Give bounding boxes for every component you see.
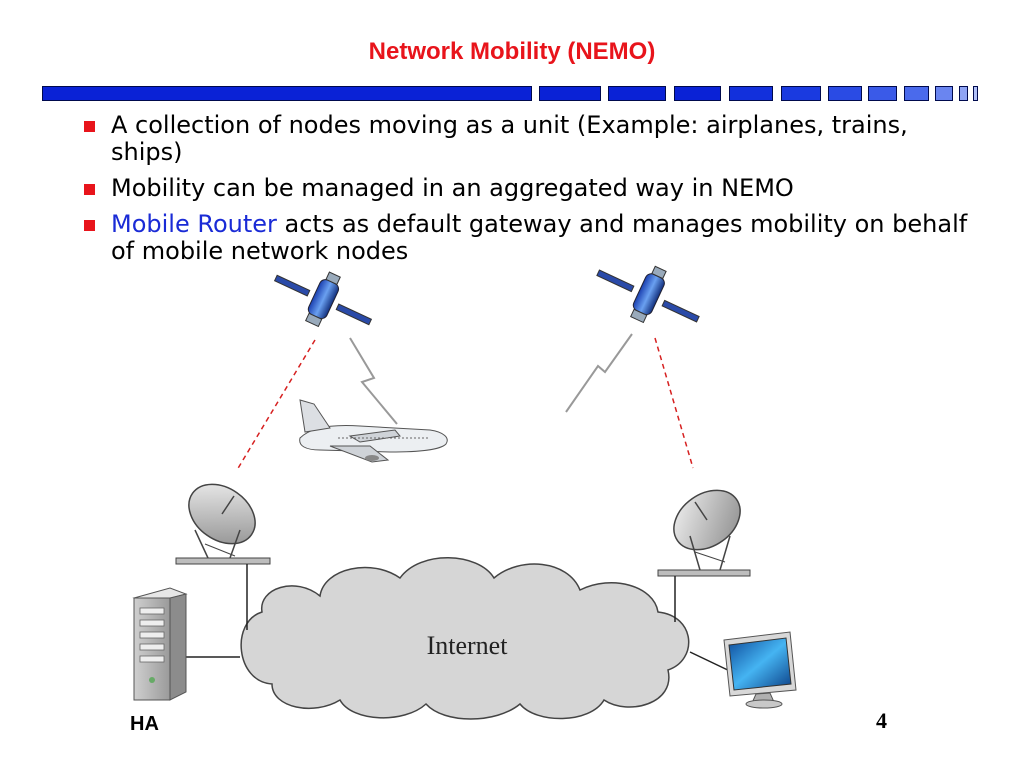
lightning-icon bbox=[349, 337, 398, 425]
server-icon bbox=[132, 587, 188, 701]
home-agent-label: HA bbox=[130, 713, 159, 735]
bullet-item: Mobile Router acts as default gateway an… bbox=[80, 211, 980, 265]
bullet-square-icon bbox=[84, 121, 95, 132]
bullet-square-icon bbox=[84, 220, 95, 231]
monitor-icon bbox=[723, 631, 797, 709]
internet-label: Internet bbox=[426, 631, 508, 660]
bullet-list: A collection of nodes moving as a unit (… bbox=[80, 112, 980, 274]
satellite-dish-icon bbox=[175, 483, 271, 565]
mobile-router-term: Mobile Router bbox=[111, 210, 277, 238]
bullet-item: Mobility can be managed in an aggregated… bbox=[80, 175, 980, 202]
satellite-dish-icon bbox=[657, 489, 751, 577]
slide-title: Network Mobility (NEMO) bbox=[368, 38, 656, 65]
satellite-icon bbox=[273, 271, 373, 328]
bullet-item: A collection of nodes moving as a unit (… bbox=[80, 112, 980, 166]
page-number: 4 bbox=[876, 708, 887, 733]
satellite-icon bbox=[596, 265, 700, 324]
cloud-icon bbox=[240, 557, 690, 720]
airplane-icon bbox=[299, 399, 448, 463]
lightning-icon bbox=[565, 333, 633, 413]
link-dashed-right bbox=[654, 337, 694, 469]
link-dashed-left bbox=[236, 339, 316, 471]
bullet-square-icon bbox=[84, 184, 95, 195]
